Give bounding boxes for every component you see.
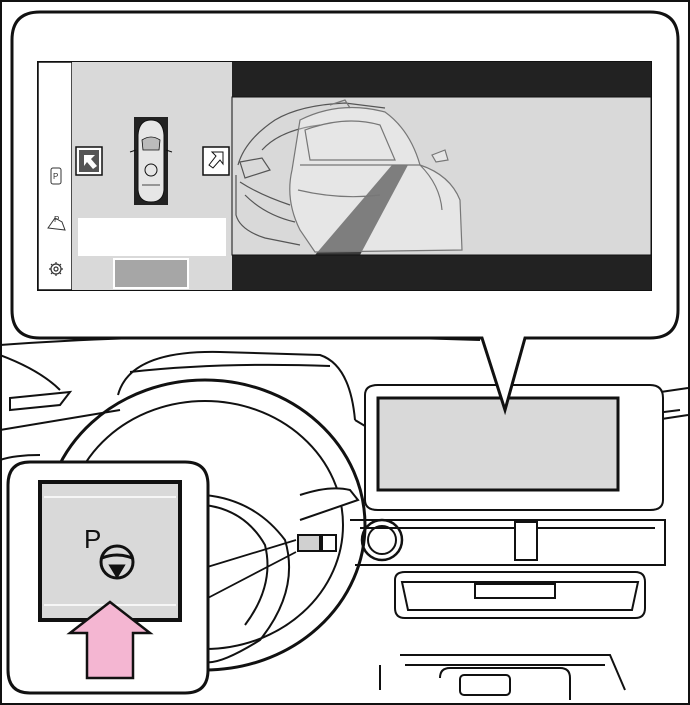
callout-screen: P P bbox=[37, 61, 652, 291]
panel-button[interactable] bbox=[113, 258, 189, 289]
dashboard-display bbox=[364, 384, 664, 511]
parking-switch-button[interactable] bbox=[38, 480, 182, 622]
top-view-car bbox=[129, 117, 173, 205]
left-arrow-button[interactable] bbox=[75, 146, 103, 176]
switch-p-label: P bbox=[84, 524, 101, 554]
svg-text:P: P bbox=[54, 215, 59, 224]
arrow-up-left-icon bbox=[84, 155, 97, 169]
steering-wheel-icon bbox=[99, 544, 135, 580]
right-arrow-button[interactable] bbox=[202, 146, 230, 176]
settings-gear-icon[interactable] bbox=[49, 262, 63, 276]
message-area bbox=[78, 218, 226, 256]
parking-assist-icon[interactable]: P bbox=[50, 167, 62, 185]
press-arrow-icon bbox=[66, 600, 154, 680]
guide-line bbox=[315, 165, 408, 255]
screen-sidebar bbox=[37, 61, 73, 291]
camera-view bbox=[231, 62, 652, 290]
parking-guide-icon[interactable]: P bbox=[47, 215, 66, 231]
arrow-up-right-icon bbox=[208, 151, 224, 169]
switch-inset: P bbox=[6, 460, 297, 695]
svg-text:P: P bbox=[53, 172, 58, 181]
